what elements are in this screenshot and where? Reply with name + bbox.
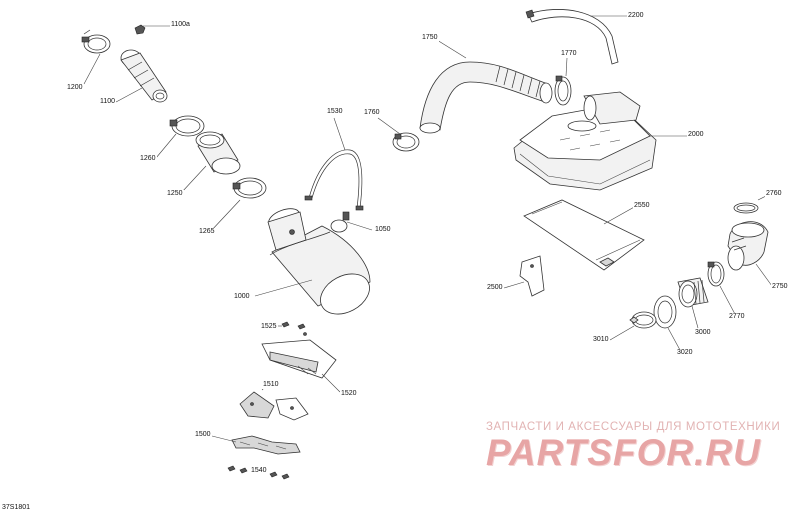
part-2550-heat-shield	[523, 199, 645, 271]
part-2760-clamp	[733, 202, 759, 214]
label-2550: 2550	[633, 202, 651, 210]
part-1050-sensor	[330, 211, 350, 233]
label-1525: 1525	[260, 323, 278, 331]
label-2000: 2000	[687, 131, 705, 139]
part-1525-screws	[281, 321, 307, 336]
part-1100-pipe	[120, 49, 168, 103]
label-3000: 3000	[694, 329, 712, 337]
label-1100: 1100	[99, 98, 117, 106]
part-1540-bolts	[227, 465, 290, 480]
watermark-logo: PARTSFOR.RU	[486, 432, 761, 473]
figure-code: 37S1801	[2, 504, 31, 511]
label-1760: 1760	[363, 109, 381, 117]
label-2770: 2770	[728, 313, 746, 321]
part-1250-sleeve	[195, 131, 241, 175]
leader-lines	[83, 15, 773, 473]
part-1265-clamp	[232, 177, 267, 199]
part-2770-clamp	[707, 261, 725, 287]
label-1530: 1530	[326, 108, 344, 116]
part-1510-brackets	[239, 391, 309, 421]
part-1520-guard	[261, 339, 337, 379]
part-3020-gasket	[653, 295, 677, 329]
label-2750: 2750	[771, 283, 789, 291]
part-3000-coupler	[677, 277, 709, 308]
part-3010-clamp	[629, 311, 657, 329]
part-2000-silencer	[513, 91, 657, 191]
label-2760: 2760	[765, 190, 783, 198]
part-1750-hose	[419, 61, 553, 134]
part-2200-bracket	[525, 9, 619, 65]
label-1540: 1540	[250, 467, 268, 475]
label-2200: 2200	[627, 12, 645, 20]
label-1250: 1250	[166, 190, 184, 198]
watermark-tagline: ЗАПЧАСТИ И АКСЕССУАРЫ ДЛЯ МОТОТЕХНИКИ	[486, 421, 781, 433]
label-1750: 1750	[421, 34, 439, 42]
label-1520: 1520	[340, 390, 358, 398]
part-1760-clamp	[392, 132, 420, 152]
label-1260: 1260	[139, 155, 157, 163]
label-1510: 1510	[262, 381, 280, 389]
part-1260-clamp	[169, 115, 205, 137]
part-1100a-fastener	[134, 24, 146, 35]
part-1200-clamp	[81, 29, 111, 54]
part-1000-muffler	[267, 208, 371, 315]
label-1050: 1050	[374, 226, 392, 234]
label-3010: 3010	[592, 336, 610, 344]
label-1770: 1770	[560, 50, 578, 58]
label-1265: 1265	[198, 228, 216, 236]
label-1000: 1000	[233, 293, 251, 301]
label-3020: 3020	[676, 349, 694, 357]
part-1770-clamp	[554, 75, 572, 106]
part-1530-strap	[304, 149, 364, 211]
part-1500-plate	[231, 435, 301, 455]
label-1500: 1500	[194, 431, 212, 439]
label-1200: 1200	[66, 84, 84, 92]
part-2750-elbow	[727, 221, 769, 271]
label-1100a: 1100a	[170, 21, 191, 29]
label-2500: 2500	[486, 284, 504, 292]
part-2500-bracket	[519, 255, 545, 297]
